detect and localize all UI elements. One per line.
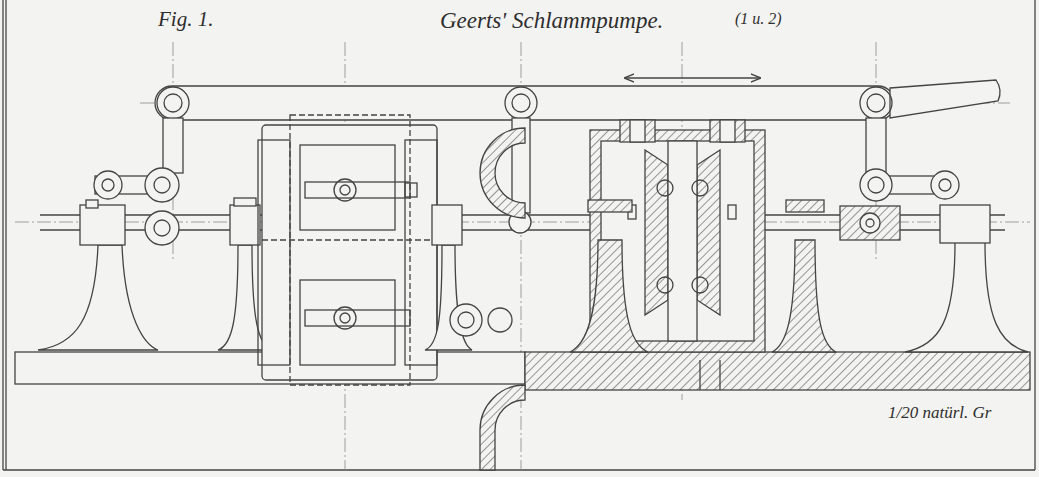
drawing-line bbox=[699, 360, 700, 390]
drawing-circle bbox=[505, 87, 537, 119]
motion-arrow bbox=[625, 77, 760, 78]
drawing-rect bbox=[432, 205, 462, 245]
sheet-reference: (1 u. 2) bbox=[735, 10, 782, 28]
drawing-circle bbox=[450, 304, 482, 336]
small-pedestal bbox=[425, 118, 531, 350]
drawing-rect bbox=[80, 205, 125, 245]
left-pedestal bbox=[38, 118, 183, 350]
drawing-rect bbox=[840, 206, 900, 240]
drawing-path bbox=[890, 80, 1000, 118]
drawing-rect bbox=[620, 120, 655, 142]
drawing-rect bbox=[86, 200, 98, 208]
drawing-circle bbox=[94, 171, 122, 199]
drawing-circle bbox=[860, 213, 880, 233]
drawing-circle bbox=[692, 180, 708, 196]
drawing-circle bbox=[340, 313, 350, 323]
drawing-rect bbox=[866, 118, 886, 173]
right-pedestal bbox=[905, 205, 1028, 352]
drawing-rect bbox=[258, 140, 290, 365]
drawing-path bbox=[480, 385, 525, 470]
drawing-rect bbox=[786, 200, 824, 212]
pump-body bbox=[258, 115, 437, 385]
drawing-line bbox=[1034, 0, 1035, 470]
drawing-line bbox=[262, 239, 437, 240]
drawing-rect bbox=[234, 198, 256, 206]
drawing-circle bbox=[145, 211, 179, 245]
drawing-rect bbox=[305, 310, 410, 326]
drawing-circle bbox=[867, 94, 885, 112]
drawing-line bbox=[2, 0, 3, 470]
drawing-path bbox=[570, 240, 648, 352]
drawing-rect bbox=[668, 141, 697, 341]
drawing-rect bbox=[940, 205, 990, 243]
scale-note: 1/20 natürl. Gr bbox=[888, 404, 991, 423]
drawing-rect bbox=[300, 145, 395, 230]
drawing-rect bbox=[155, 86, 895, 120]
drawing-path bbox=[38, 245, 158, 350]
drawing-circle bbox=[931, 171, 959, 199]
drawing-circle bbox=[164, 94, 182, 112]
drawing-line bbox=[3, 469, 1035, 470]
drawing-rect bbox=[300, 280, 395, 365]
drawing-circle bbox=[157, 87, 189, 119]
drawing-path bbox=[645, 150, 668, 315]
drawing-rect bbox=[405, 183, 417, 197]
base-plate-section bbox=[525, 352, 1030, 390]
top-beam bbox=[155, 80, 1000, 120]
drawing-circle bbox=[102, 179, 114, 191]
bearing-pedestal-section bbox=[570, 200, 836, 352]
drawing-rect bbox=[230, 205, 260, 245]
drawing-circle bbox=[512, 94, 530, 112]
drawing-circle bbox=[488, 308, 512, 332]
drawing-line bbox=[719, 360, 720, 390]
drawing-title: Geerts' Schlammpumpe. bbox=[440, 8, 663, 33]
sheet-frame bbox=[3, 0, 1035, 470]
drawing-circle bbox=[692, 277, 708, 293]
drawing-circle bbox=[860, 169, 892, 201]
drawing-line bbox=[5, 0, 6, 470]
drawing-circle bbox=[939, 179, 951, 191]
drawing-rect bbox=[720, 120, 735, 142]
figure-number: Fig. 1. bbox=[158, 8, 213, 31]
drawing-circle bbox=[868, 177, 884, 193]
drawing-path bbox=[772, 240, 836, 352]
pipe-bend bbox=[480, 128, 525, 470]
drawing-circle bbox=[154, 220, 170, 236]
drawing-path bbox=[480, 128, 525, 218]
drawing-path bbox=[697, 150, 720, 315]
drawing-circle bbox=[657, 277, 673, 293]
drawing-rect bbox=[728, 205, 736, 219]
drawing-rect bbox=[95, 176, 175, 194]
center-lines bbox=[15, 42, 1030, 470]
drawing-rect bbox=[630, 120, 645, 142]
drawing-circle bbox=[154, 177, 170, 193]
drawing-path bbox=[905, 242, 1028, 352]
drawing-circle bbox=[866, 219, 874, 227]
drawing-circle bbox=[145, 168, 179, 202]
drawing-rect bbox=[710, 120, 745, 142]
drawing-rect bbox=[290, 115, 410, 385]
drawing-rect bbox=[588, 200, 632, 212]
drawing-g bbox=[3, 0, 1035, 470]
drawing-rect bbox=[163, 118, 183, 173]
drawing-circle bbox=[458, 312, 474, 328]
drawing-circle bbox=[334, 179, 356, 201]
drawing-circle bbox=[657, 180, 673, 196]
drawing-circle bbox=[340, 185, 350, 195]
drawing-circle bbox=[860, 87, 892, 119]
drawing-rect bbox=[305, 182, 410, 198]
drawing-rect bbox=[262, 125, 437, 380]
drawing-circle bbox=[334, 307, 356, 329]
